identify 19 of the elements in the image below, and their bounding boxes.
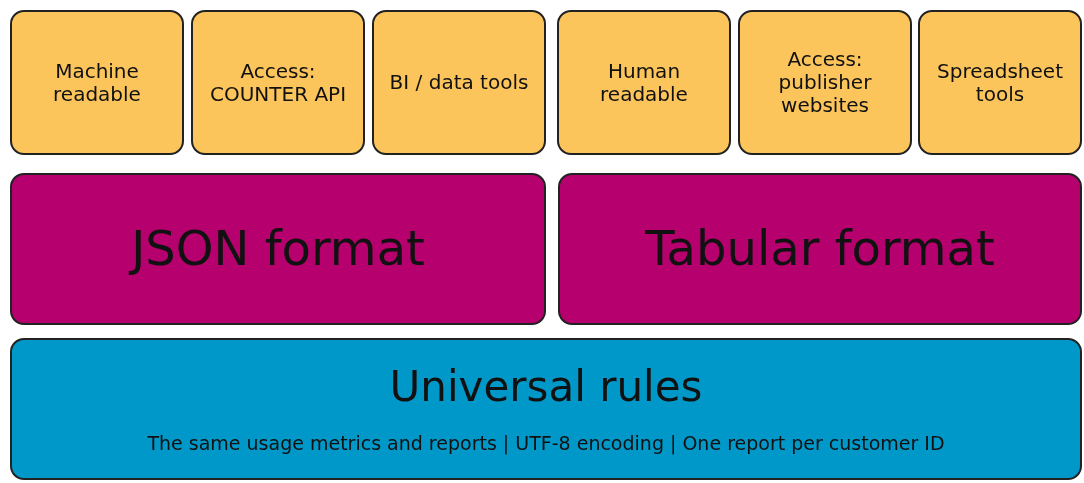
feature-card [918, 10, 1082, 155]
card-label: Access: COUNTER API [208, 59, 348, 106]
rules-band [10, 338, 1082, 480]
card-label: Machine readable [52, 59, 142, 106]
feature-card [10, 10, 184, 155]
feature-card [557, 10, 731, 155]
card-label: Access: publisher websites [777, 48, 873, 117]
rules-description: The same usage metrics and reports | UTF-8 encoding | One report per customer ID [146, 433, 946, 456]
format-title: JSON format [123, 221, 433, 277]
format-band [558, 173, 1082, 325]
card-label: Human readable [599, 59, 689, 106]
format-band [10, 173, 546, 325]
card-label: BI / data tools [388, 71, 530, 94]
feature-card [191, 10, 365, 155]
rules-title: Universal rules [388, 362, 704, 412]
feature-card [738, 10, 912, 155]
format-title: Tabular format [644, 221, 996, 277]
card-label: Spreadsheet tools [936, 59, 1064, 106]
feature-card [372, 10, 546, 155]
